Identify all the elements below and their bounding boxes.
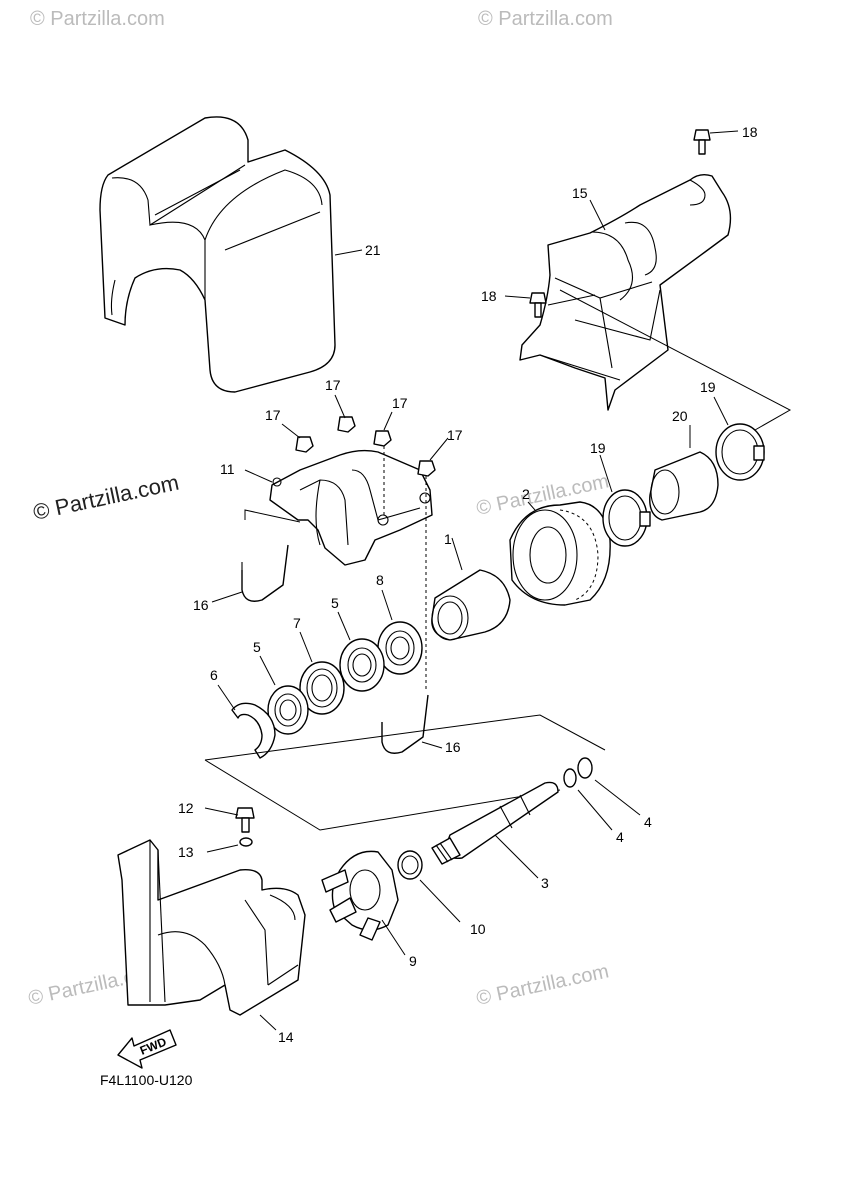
callout-17-d: 17 bbox=[447, 427, 463, 443]
callout-1: 1 bbox=[444, 531, 452, 547]
part-18-bolt-top bbox=[693, 129, 711, 155]
part-20-tube bbox=[649, 451, 719, 521]
part-9-impeller bbox=[321, 850, 399, 941]
callout-4-left: 4 bbox=[616, 829, 624, 845]
callout-6: 6 bbox=[210, 667, 218, 683]
diagram-code: F4L1100-U120 bbox=[100, 1072, 193, 1088]
watermark-main: © Partzilla.com bbox=[31, 470, 181, 525]
callout-21: 21 bbox=[365, 242, 381, 258]
callout-20: 20 bbox=[672, 408, 688, 424]
callout-13: 13 bbox=[178, 844, 194, 860]
part-14-guard bbox=[117, 839, 306, 1016]
part-2-damper bbox=[509, 501, 611, 606]
part-5-seal-lower bbox=[267, 685, 309, 735]
callout-17-c: 17 bbox=[392, 395, 408, 411]
part-17-nut-c bbox=[373, 430, 392, 447]
leader-lines bbox=[204, 130, 739, 1031]
callout-19-upper: 19 bbox=[700, 379, 716, 395]
part-10-washer bbox=[397, 850, 423, 880]
callout-10: 10 bbox=[470, 921, 486, 937]
part-7-bearing bbox=[299, 661, 345, 715]
part-13-washer bbox=[239, 837, 253, 847]
callout-16-lower: 16 bbox=[445, 739, 461, 755]
callout-9: 9 bbox=[409, 953, 417, 969]
part-17-nut-d bbox=[417, 460, 436, 477]
part-6-circlip bbox=[231, 702, 276, 759]
part-4-oring-a bbox=[563, 768, 577, 788]
part-12-bolt bbox=[235, 807, 255, 833]
part-11-housing bbox=[269, 449, 433, 566]
callout-17-a: 17 bbox=[265, 407, 281, 423]
part-18-bolt-left bbox=[529, 292, 547, 318]
callout-12: 12 bbox=[178, 800, 194, 816]
callout-5-upper: 5 bbox=[331, 595, 339, 611]
watermark-top-right: © Partzilla.com bbox=[478, 8, 613, 30]
part-16-ubolt-upper bbox=[241, 544, 289, 602]
part-16-ubolt-lower bbox=[381, 694, 429, 754]
part-19-clamp-lower bbox=[602, 489, 651, 547]
callout-3: 3 bbox=[541, 875, 549, 891]
part-21-cover bbox=[99, 116, 336, 393]
callout-18-left: 18 bbox=[481, 288, 497, 304]
callout-7: 7 bbox=[293, 615, 301, 631]
fwd-arrow-icon: FWD bbox=[117, 1029, 177, 1069]
callout-2: 2 bbox=[522, 486, 530, 502]
callout-17-b: 17 bbox=[325, 377, 341, 393]
callout-4-right: 4 bbox=[644, 814, 652, 830]
callout-15: 15 bbox=[572, 185, 588, 201]
part-17-nut-a bbox=[295, 436, 314, 453]
part-5-seal-upper bbox=[339, 638, 385, 692]
part-1-sleeve bbox=[431, 569, 511, 641]
part-3-shaft bbox=[431, 781, 559, 865]
part-4-oring-b bbox=[577, 757, 593, 779]
part-17-nut-b bbox=[337, 416, 356, 433]
callout-8: 8 bbox=[376, 572, 384, 588]
part-15-bracket bbox=[519, 173, 732, 411]
callout-14: 14 bbox=[278, 1029, 294, 1045]
watermark-bottom-right: © Partzilla.com bbox=[474, 960, 610, 1010]
callout-16-upper: 16 bbox=[193, 597, 209, 613]
callout-18-top: 18 bbox=[742, 124, 758, 140]
callout-19-lower: 19 bbox=[590, 440, 606, 456]
watermark-top-left: © Partzilla.com bbox=[30, 8, 165, 30]
callout-11: 11 bbox=[220, 461, 235, 477]
callout-5-lower: 5 bbox=[253, 639, 261, 655]
part-19-clamp-upper bbox=[715, 423, 765, 481]
